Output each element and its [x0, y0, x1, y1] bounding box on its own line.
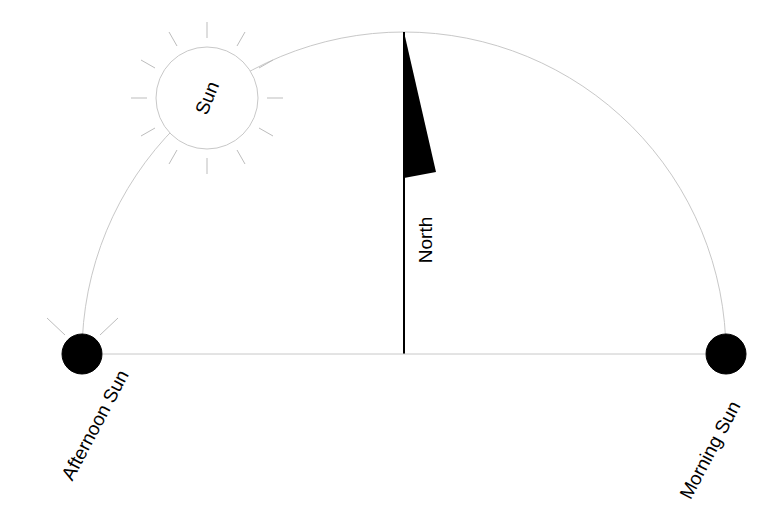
afternoon-rays	[47, 318, 118, 335]
baseline-connector	[103, 354, 705, 355]
afternoon-sun-dot: Afternoon Sun	[61, 333, 103, 375]
north-flag	[404, 32, 436, 178]
afternoon-sun-label: Afternoon Sun	[58, 367, 132, 483]
north-label: North	[416, 217, 435, 263]
morning-sun-dot: Morning Sun	[705, 333, 747, 375]
circle-outline	[61, 333, 103, 375]
morning-sun-label: Morning Sun	[676, 398, 743, 502]
sun-arc	[82, 32, 726, 354]
sun-circle: Sun	[155, 46, 259, 150]
circle-outline	[705, 333, 747, 375]
sun-rays	[131, 22, 283, 174]
